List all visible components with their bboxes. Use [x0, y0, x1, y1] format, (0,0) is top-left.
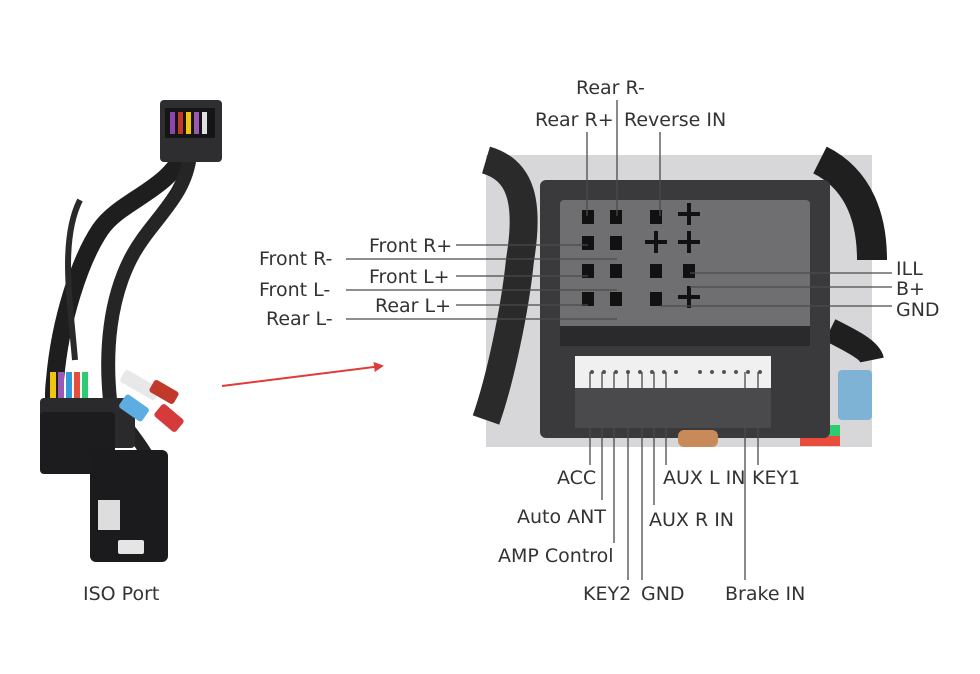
- label-brake-in: Brake IN: [725, 583, 805, 605]
- label-rear-r-minus: Rear R-: [576, 77, 645, 99]
- label-aux-l-in: AUX L IN: [663, 467, 745, 489]
- leader-lines: [346, 100, 892, 580]
- label-auto-ant: Auto ANT: [517, 506, 606, 528]
- label-acc: ACC: [557, 467, 596, 489]
- label-front-r-plus: Front R+: [369, 235, 452, 257]
- label-key1: KEY1: [752, 467, 800, 489]
- iso-harness-illustration: [40, 100, 222, 562]
- iso-port-caption: ISO Port: [83, 583, 159, 605]
- label-rear-l-minus: Rear L-: [266, 308, 333, 330]
- label-rear-r-plus: Rear R+: [535, 109, 614, 131]
- label-b-plus: B+: [896, 278, 925, 300]
- connector-close-up: [472, 146, 887, 447]
- label-rear-l-plus: Rear L+: [375, 295, 451, 317]
- label-reverse-in: Reverse IN: [624, 109, 726, 131]
- pointer-arrow: [221, 362, 384, 387]
- label-front-l-minus: Front L-: [259, 279, 330, 301]
- label-amp-control: AMP Control: [498, 545, 614, 567]
- label-gnd-right: GND: [896, 299, 940, 321]
- label-front-l-plus: Front L+: [369, 266, 450, 288]
- label-ill: ILL: [896, 258, 923, 280]
- label-key2: KEY2: [583, 583, 631, 605]
- label-gnd-bottom: GND: [641, 583, 685, 605]
- label-front-r-minus: Front R-: [259, 248, 332, 270]
- label-aux-r-in: AUX R IN: [649, 509, 734, 531]
